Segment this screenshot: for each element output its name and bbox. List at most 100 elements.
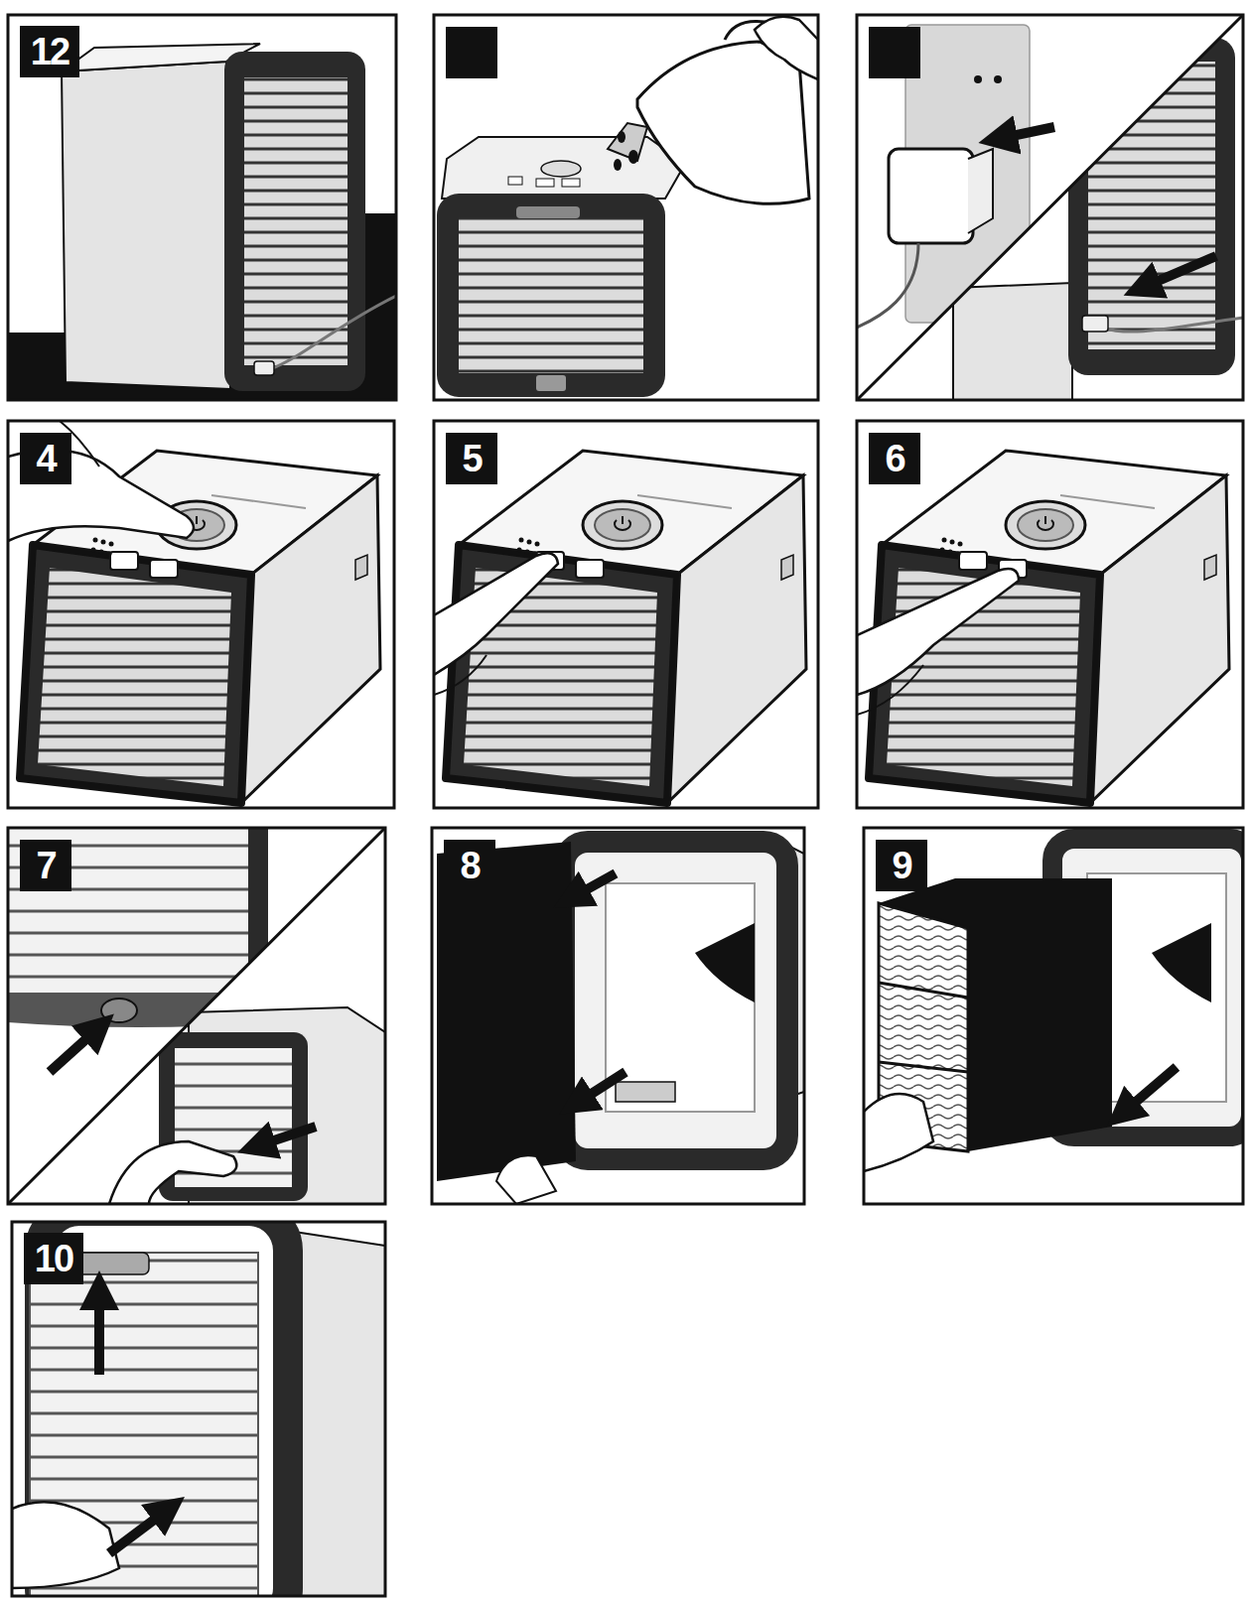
water-filling-part (607, 123, 648, 161)
panel-border-part (7, 14, 397, 401)
plug-in-part (888, 148, 973, 244)
drain-plug-step-part-part (7, 828, 386, 1205)
panel-background-part (7, 420, 395, 809)
callout-number: 9 (875, 839, 928, 892)
drain-plug-step-part-part (101, 998, 138, 1023)
water-filling (436, 16, 819, 398)
water-filling-part (613, 158, 622, 171)
panel-border-part (431, 828, 805, 1205)
plug-in-part-part (1102, 317, 1244, 332)
water-filling-part (458, 218, 644, 374)
panel-border-part (11, 1222, 386, 1597)
plug-in-part (856, 14, 1244, 401)
water-filling-part (441, 137, 686, 199)
insert-filter-step-part (1151, 923, 1212, 1003)
plug-in-part-part (1082, 315, 1109, 332)
blank-badge (445, 26, 921, 79)
remove-cover-step-part (575, 1072, 626, 1105)
grille-removal-step-part (94, 1290, 105, 1376)
panel-border-part (856, 14, 1244, 401)
remove-cover-step-part (615, 1082, 676, 1103)
panel-background-part (7, 14, 397, 401)
panel-background-part (433, 14, 819, 401)
plug-in-part (856, 243, 919, 328)
remove-cover-step (436, 838, 805, 1205)
cooler-on-table (7, 43, 397, 401)
panel-border-part (433, 420, 819, 809)
panel-background-part (863, 828, 1244, 1205)
plug-in-part (973, 75, 982, 84)
remove-cover-step-part (496, 1155, 556, 1205)
callout-number: 5 (445, 432, 498, 485)
cooler-on-table-part (244, 77, 348, 366)
mode-button-step-part (433, 655, 487, 695)
panel-background-part (11, 1222, 386, 1597)
water-filling-part (541, 160, 581, 177)
plug-in-part-part (856, 14, 1244, 401)
callout-number: 7 (19, 839, 72, 892)
insert-filter-step-part (1121, 1067, 1177, 1114)
panel-background-part (433, 420, 819, 809)
grille-removal-step-part (11, 1502, 120, 1589)
plug-in-part (856, 14, 1244, 401)
insert-filter-step-part (863, 1094, 934, 1172)
grille-removal-step-part (109, 1509, 169, 1554)
remove-cover-step-part (436, 841, 576, 1182)
water-filling-part (617, 131, 626, 143)
panel-background-part (856, 420, 1244, 809)
water-filling-part (754, 16, 819, 80)
mode-button-step-part (445, 450, 807, 804)
panel-border (7, 14, 1244, 1597)
plug-in-part (968, 148, 993, 234)
grille-removal-step (11, 1222, 386, 1597)
drain-plug-step-part-part (256, 1126, 316, 1147)
panel-background (7, 14, 1244, 1597)
mode-button-step (433, 450, 807, 804)
drain-plug-step (7, 828, 386, 1205)
panel-border-part (856, 420, 1244, 809)
panel-background-part (856, 14, 1244, 401)
callout-number: 10 (23, 1233, 84, 1285)
water-filling-part (536, 375, 566, 392)
plug-in-part (997, 127, 1055, 139)
drain-plug-step-part-part (158, 1032, 308, 1202)
speed-button-step-part (856, 665, 924, 715)
water-filling-part (508, 176, 523, 185)
remove-cover-step-part (694, 923, 755, 1003)
panel-background-part (431, 828, 805, 1205)
drain-plug-step-part-part (49, 1027, 100, 1073)
cooler-on-table-part (254, 361, 275, 376)
speed-button-step-part (856, 568, 1019, 695)
remove-cover-step-part (563, 841, 788, 1160)
drain-plug-step-part-part (109, 1141, 237, 1205)
water-filling-part (536, 178, 555, 187)
mode-button-step-part (433, 553, 558, 676)
plug-in-part (993, 75, 1002, 84)
drain-plug-step-part-part (7, 828, 267, 1007)
water-filling-part (637, 41, 810, 204)
cooler-on-table-part (61, 61, 231, 390)
water-filling-part (516, 206, 580, 219)
panel-border-part (863, 828, 1244, 1205)
plug-in (856, 14, 1244, 401)
panel-border-part (7, 828, 386, 1205)
drain-plug-step-part (7, 828, 386, 1205)
plug-in-part-part (1068, 37, 1236, 376)
water-filling-part (628, 149, 639, 164)
remove-cover-step-part (605, 883, 755, 1112)
blank-badge-part (445, 26, 498, 79)
water-filling-part (436, 193, 666, 398)
cooler-on-table-part (270, 295, 397, 370)
insert-filter-step (863, 838, 1244, 1172)
blank-badge-part (868, 26, 921, 79)
callout-number: 8 (443, 839, 496, 892)
insert-filter-step-part (878, 1062, 969, 1073)
power-button-step (7, 420, 381, 804)
panel-background-part (7, 828, 386, 1205)
panel-border-part (7, 420, 395, 809)
remove-cover-step-part (570, 873, 616, 899)
callout-number: 12 (19, 25, 80, 78)
drain-plug-step-part (7, 828, 386, 1205)
plug-in-part-part (953, 282, 1073, 401)
